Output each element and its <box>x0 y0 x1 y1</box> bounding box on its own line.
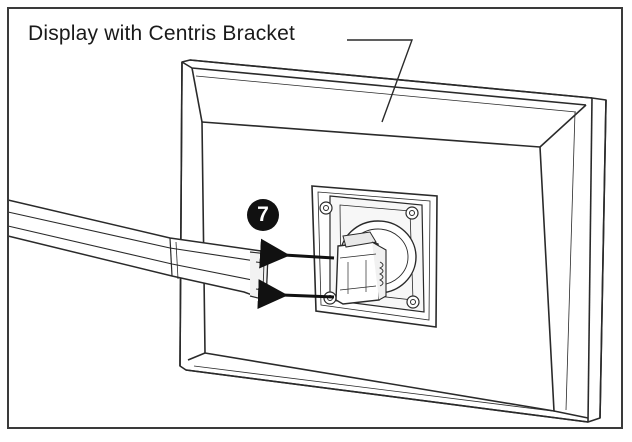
screw-icon <box>406 295 420 309</box>
arrow-left-icon <box>257 279 335 310</box>
slide-direction-arrows <box>257 238 335 310</box>
screw-icon <box>405 206 419 220</box>
display-callout-label: Display with Centris Bracket <box>28 22 296 45</box>
screw-icon <box>319 201 333 215</box>
step-number-badge: 7 <box>247 199 279 231</box>
centris-bracket-clip <box>335 231 387 305</box>
callout-leader <box>347 39 414 123</box>
arrow-left-icon <box>259 238 335 269</box>
